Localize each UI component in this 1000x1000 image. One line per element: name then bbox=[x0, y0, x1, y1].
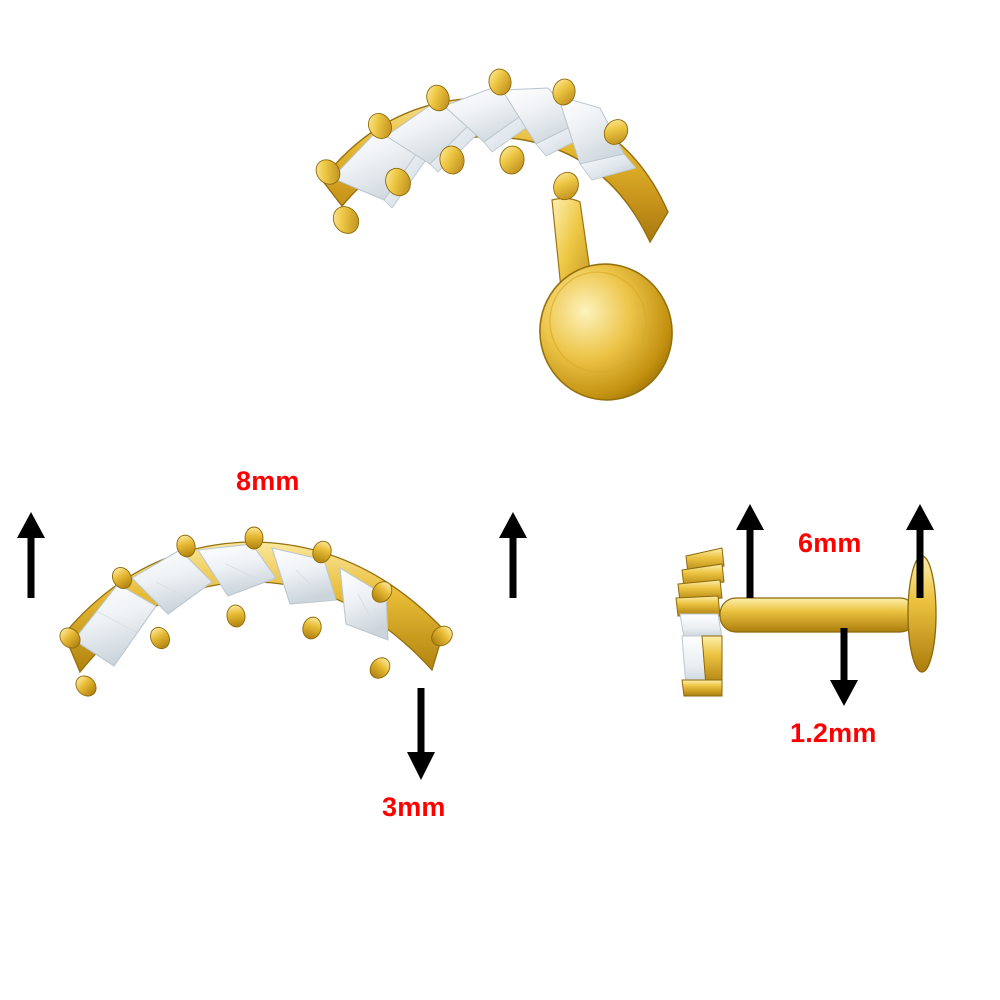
dimension-label-post-thickness: 1.2mm bbox=[790, 718, 877, 748]
side-view-svg bbox=[675, 547, 937, 697]
arrow-up-right bbox=[499, 512, 527, 598]
dimension-label-post-length: 6mm bbox=[798, 528, 862, 558]
dimension-label-height: 3mm bbox=[382, 792, 446, 822]
curved-gem-bar-front bbox=[59, 526, 453, 697]
front-view-svg bbox=[59, 526, 453, 697]
arrow-up-post-right bbox=[906, 504, 934, 598]
curved-gem-bar-perspective bbox=[315, 68, 669, 244]
perspective-view bbox=[280, 60, 720, 440]
arrow-down-height bbox=[407, 688, 435, 780]
arrow-up-post-left bbox=[736, 504, 764, 598]
perspective-view-svg bbox=[315, 68, 673, 401]
gem-stack-side bbox=[675, 547, 725, 697]
post-side bbox=[719, 597, 917, 633]
arrow-down-thickness bbox=[830, 628, 858, 706]
side-view bbox=[660, 520, 980, 720]
front-view bbox=[40, 520, 480, 740]
flat-disc-back bbox=[539, 263, 673, 401]
dimension-label-width: 8mm bbox=[236, 466, 300, 496]
arrow-up-left bbox=[17, 512, 45, 598]
